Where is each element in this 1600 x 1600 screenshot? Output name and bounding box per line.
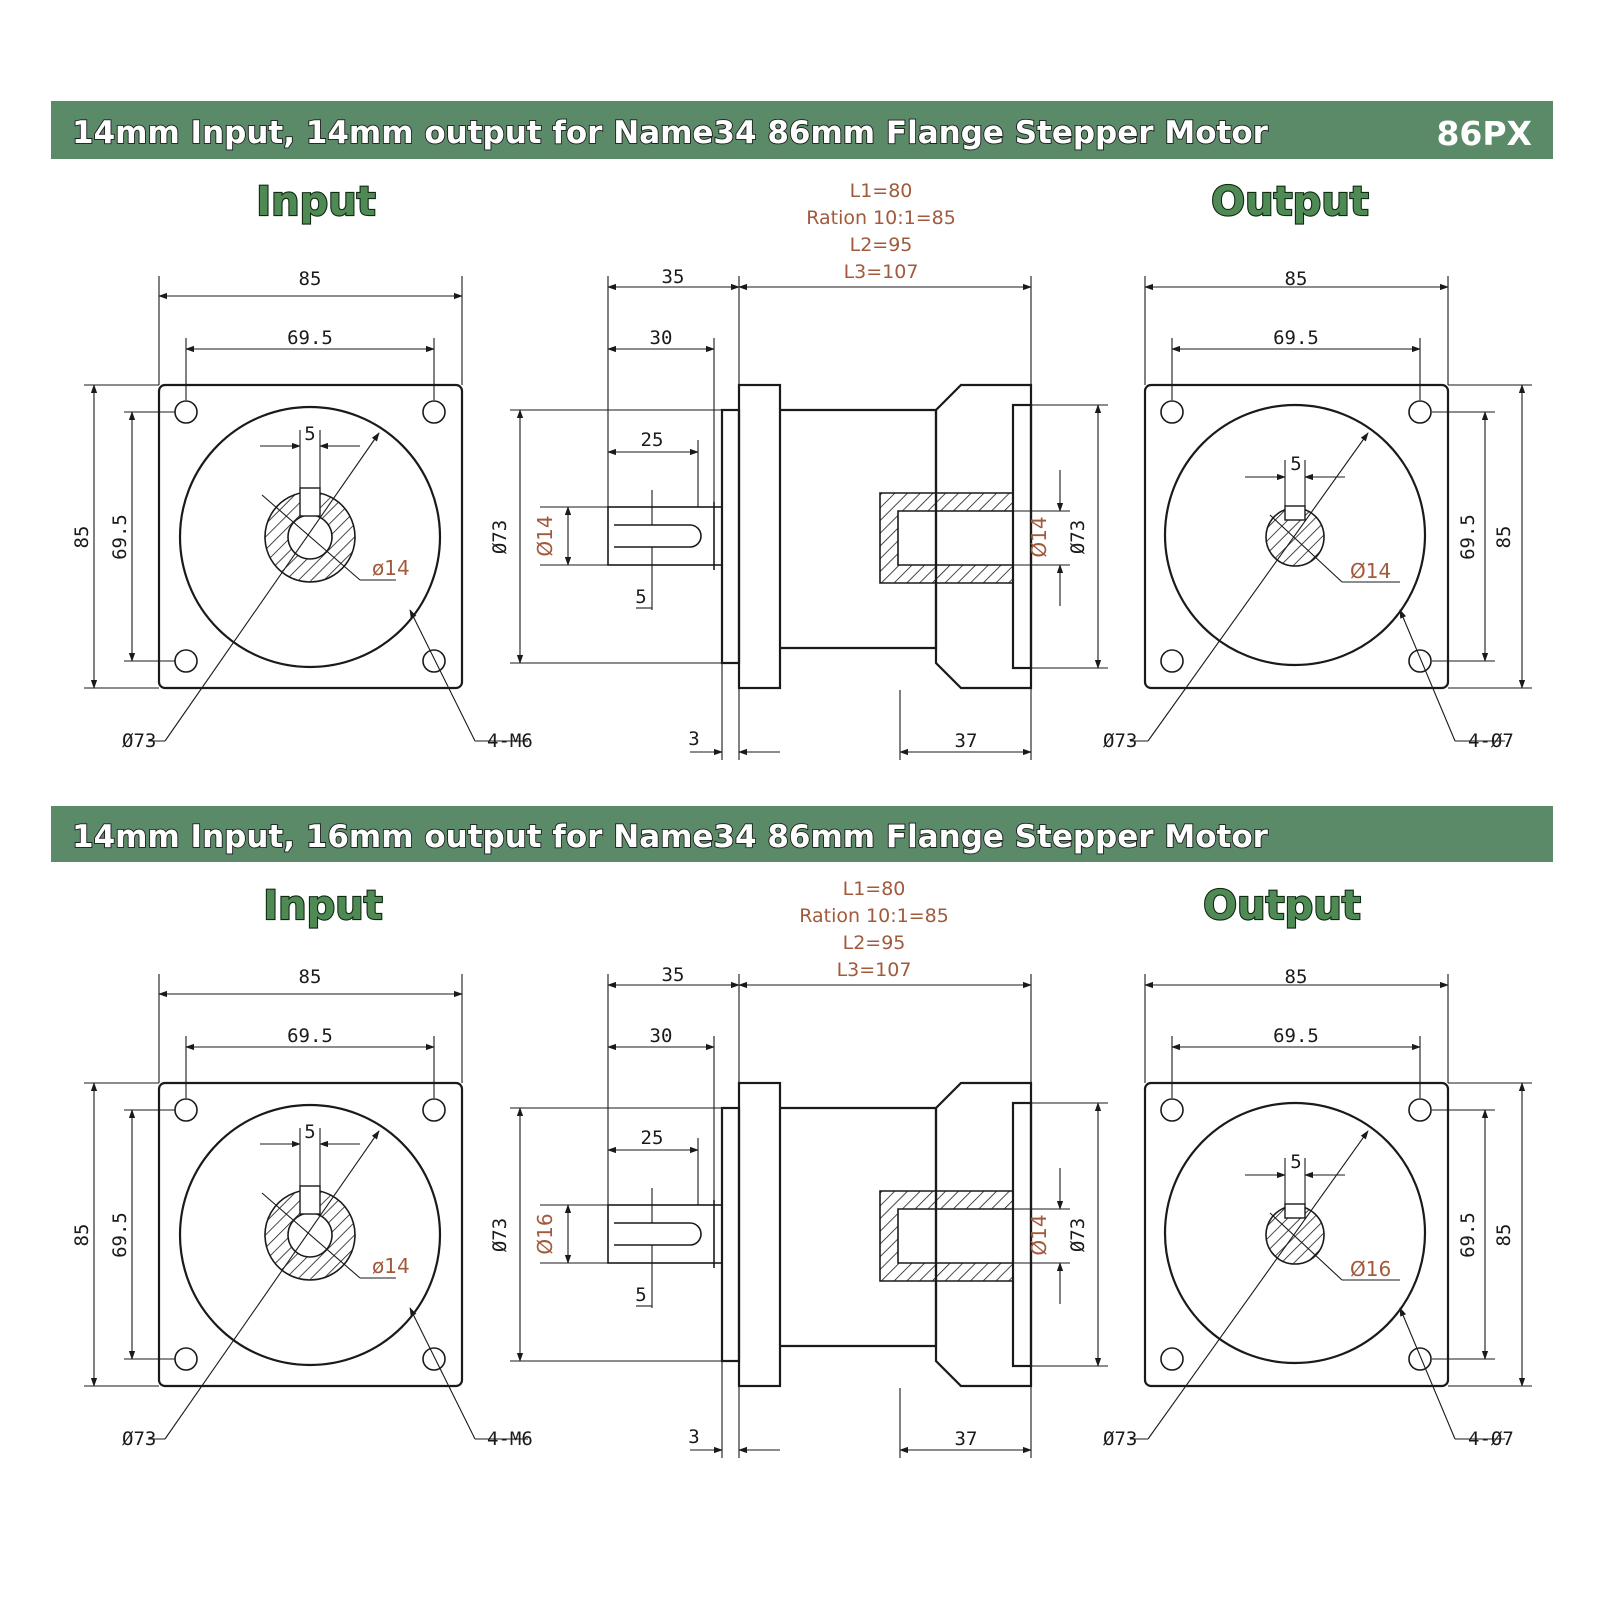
output-width-label: 85 [1285,966,1308,988]
output-bolt-spacing-v-label: 69.5 [1457,1212,1479,1258]
panel-1-title: 14mm Input, 14mm output for Name34 86mm … [72,115,1269,151]
side-key-label: 5 [635,1284,646,1306]
output-shaft-label: Ø16 [1350,1257,1391,1281]
spec-l3: L3=107 [844,261,919,283]
input-width-label: 85 [299,966,322,988]
side-length-25-label: 25 [641,429,664,451]
side-length-35-label: 35 [662,964,685,986]
input-bolt-spacing-label: 69.5 [287,1025,333,1047]
panel-2-input-label: Input [263,883,383,929]
input-height-label: 85 [71,1224,93,1247]
panel-1: 14mm Input, 14mm output for Name34 86mm … [51,101,1553,760]
input-bolt-spacing-label: 69.5 [287,327,333,349]
panel-2-output-label: Output [1203,883,1361,929]
side-flange-dia-right-label: Ø73 [1067,520,1089,554]
input-width-label: 85 [299,268,322,290]
side-bore-dia-label: Ø14 [1027,1214,1051,1255]
input-height-label: 85 [71,526,93,549]
side-shaft-dia-label: Ø16 [533,1213,557,1254]
output-width-label: 85 [1285,268,1308,290]
panel-2: 14mm Input, 16mm output for Name34 86mm … [51,806,1553,1458]
output-bolt-spacing-v-label: 69.5 [1457,514,1479,560]
input-pilot-label: Ø73 [122,730,156,752]
side-flange-dia-label: Ø73 [489,1218,511,1252]
panel-1-output-label: Output [1211,179,1369,225]
panel-1-model-tag: 86PX [1436,114,1532,153]
side-key-label: 5 [635,586,646,608]
side-length-30-label: 30 [650,327,673,349]
input-bolt-spacing-v-label: 69.5 [109,1212,131,1258]
side-length-37-label: 37 [955,730,978,752]
output-holes-label: 4-Ø7 [1468,1428,1514,1450]
spec-l2: L2=95 [843,932,906,954]
spec-ratio: Ration 10:1=85 [806,207,956,229]
output-holes-label: 4-Ø7 [1468,730,1514,752]
panel-2-banner [51,806,1553,862]
side-flange-dia-label: Ø73 [489,520,511,554]
spec-l1: L1=80 [843,878,906,900]
output-height-label: 85 [1493,526,1515,549]
output-key-label: 5 [1290,1151,1301,1173]
side-bore-dia-label: Ø14 [1027,516,1051,557]
side-flange-dia-right-label: Ø73 [1067,1218,1089,1252]
output-bolt-spacing-label: 69.5 [1273,327,1319,349]
side-thickness-3-label: 3 [688,1426,699,1448]
input-holes-label: 4-M6 [487,730,533,752]
side-length-30-label: 30 [650,1025,673,1047]
input-key-label: 5 [304,1121,315,1143]
spec-l1: L1=80 [850,180,913,202]
input-key-label: 5 [304,423,315,445]
input-bore-label: ø14 [372,556,410,580]
input-bore-label: ø14 [372,1254,410,1278]
output-height-label: 85 [1493,1224,1515,1247]
side-thickness-3-label: 3 [688,728,699,750]
side-shaft-dia-label: Ø14 [533,515,557,556]
panel-1-input-label: Input [256,179,376,225]
panel-1-banner [51,101,1553,159]
spec-l2: L2=95 [850,234,913,256]
spec-l3: L3=107 [837,959,912,981]
input-pilot-label: Ø73 [122,1428,156,1450]
side-length-25-label: 25 [641,1127,664,1149]
spec-ratio: Ration 10:1=85 [799,905,949,927]
side-length-37-label: 37 [955,1428,978,1450]
output-bolt-spacing-label: 69.5 [1273,1025,1319,1047]
side-length-35-label: 35 [662,266,685,288]
output-key-label: 5 [1290,453,1301,475]
input-holes-label: 4-M6 [487,1428,533,1450]
output-pilot-label: Ø73 [1103,1428,1137,1450]
output-shaft-label: Ø14 [1350,559,1391,583]
panel-2-title: 14mm Input, 16mm output for Name34 86mm … [72,819,1269,855]
input-bolt-spacing-v-label: 69.5 [109,514,131,560]
output-pilot-label: Ø73 [1103,730,1137,752]
